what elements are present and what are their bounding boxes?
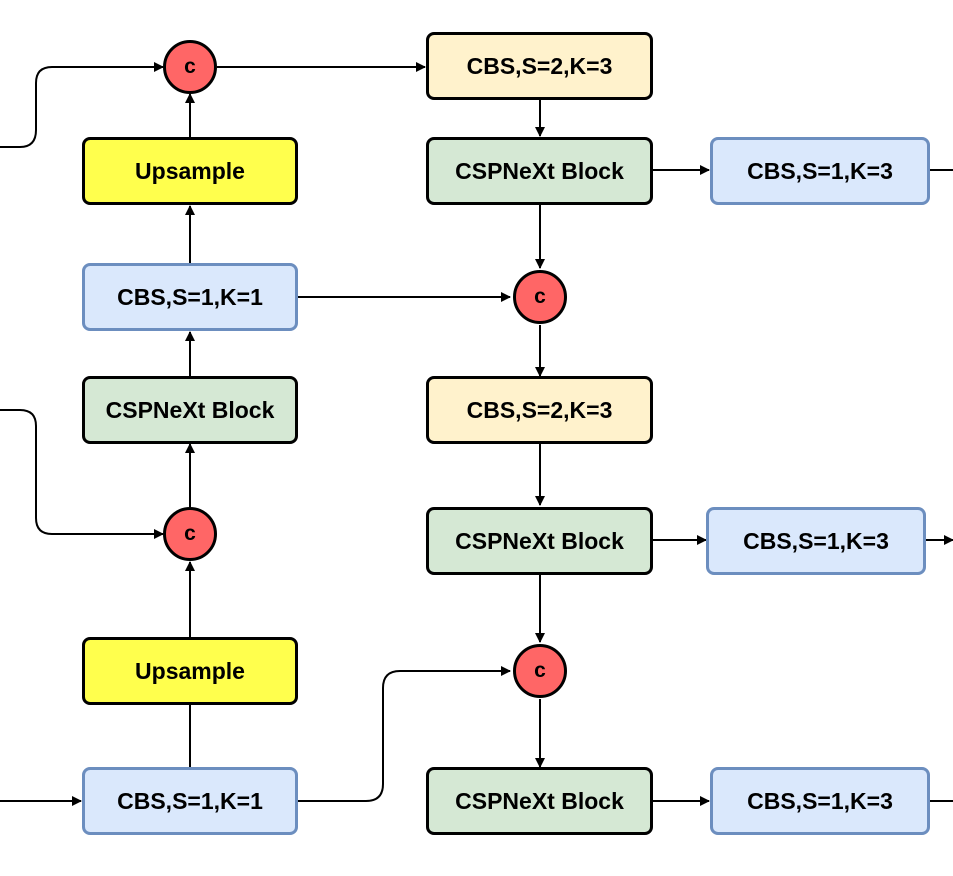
edge-cbs-left-bottom-to-concat4 xyxy=(298,666,511,802)
cbs-s2-mid-node: CBS,S=2,K=3 xyxy=(426,376,653,444)
concat-node-4: c xyxy=(513,644,567,698)
cbs-out-bottom-node: CBS,S=1,K=3 xyxy=(710,767,930,835)
concat-node-1: c xyxy=(163,40,217,94)
cbs-left-bottom-node: CBS,S=1,K=1 xyxy=(82,767,298,835)
cbs-out-mid-node: CBS,S=1,K=3 xyxy=(706,507,926,575)
upsample-top-node: Upsample xyxy=(82,137,298,205)
csp-right-mid-node: CSPNeXt Block xyxy=(426,507,653,575)
csp-right-bottom-node: CSPNeXt Block xyxy=(426,767,653,835)
edge-input-mid-to-concat2 xyxy=(0,409,164,539)
edge-input-top-to-concat1 xyxy=(0,62,164,148)
upsample-bottom-node: Upsample xyxy=(82,637,298,705)
cbs-left-mid-node: CBS,S=1,K=1 xyxy=(82,263,298,331)
cbs-out-top-node: CBS,S=1,K=3 xyxy=(710,137,930,205)
concat-node-3: c xyxy=(513,270,567,324)
csp-right-top-node: CSPNeXt Block xyxy=(426,137,653,205)
csp-left-mid-node: CSPNeXt Block xyxy=(82,376,298,444)
cbs-s2-top-node: CBS,S=2,K=3 xyxy=(426,32,653,100)
concat-node-2: c xyxy=(163,507,217,561)
